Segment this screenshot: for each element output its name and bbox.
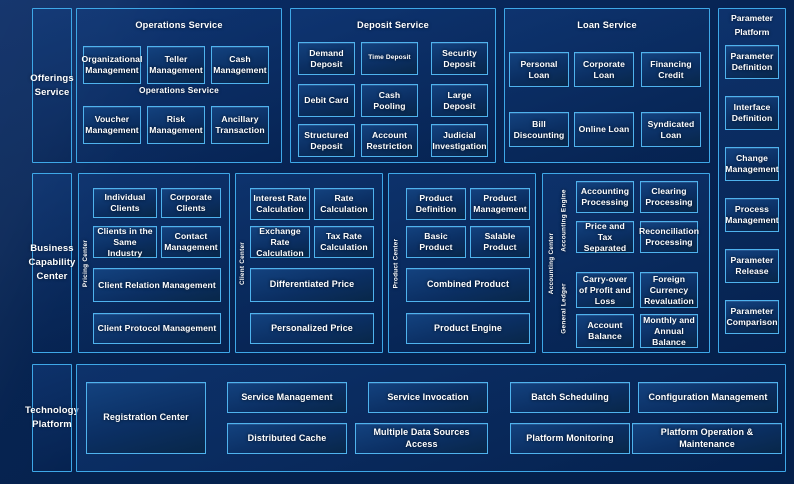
vertical-label-accounting-engine: Accounting Engine — [558, 176, 571, 264]
capability-box[interactable]: Monthly and Annual Balance — [640, 314, 698, 348]
capability-box[interactable]: Organizational Management — [81, 46, 142, 84]
group-heading-loan-service: Loan Service — [577, 20, 637, 30]
row-caption-technology-platform: Technology Platform — [25, 364, 79, 472]
row-caption-line: Business — [30, 243, 74, 255]
capability-box[interactable]: Batch Scheduling — [510, 382, 630, 413]
capability-box[interactable]: Interface Definition — [725, 96, 779, 130]
vertical-label-pricing-center: Pricing Center — [79, 173, 93, 353]
capability-box[interactable]: Debit Card — [298, 84, 355, 117]
capability-box[interactable]: Foreign Currency Revaluation — [640, 272, 698, 308]
capability-box[interactable]: Rate Calculation — [314, 188, 374, 220]
capability-box[interactable]: Ancillary Transaction — [211, 106, 269, 144]
capability-box[interactable]: Contact Management — [161, 226, 221, 258]
capability-box[interactable]: Carry-over of Profit and Loss — [576, 272, 634, 308]
capability-box[interactable]: Risk Management — [147, 106, 205, 144]
row-caption-business-capability-center: Business Capability Center — [29, 173, 75, 353]
capability-box[interactable]: Product Definition — [406, 188, 466, 220]
capability-box[interactable]: Tax Rate Calculation — [314, 226, 374, 258]
row-caption-line: Service — [34, 86, 70, 98]
capability-box[interactable]: Parameter Release — [725, 249, 779, 283]
capability-box[interactable]: Product Engine — [406, 313, 530, 344]
capability-box[interactable]: Price and Tax Separated — [576, 221, 634, 253]
capability-box[interactable]: Accounting Processing — [576, 181, 634, 213]
capability-box[interactable]: Parameter Definition — [725, 45, 779, 79]
capability-box[interactable]: Exchange Rate Calculation — [250, 226, 310, 258]
vertical-label-text: Pricing Center — [82, 239, 90, 287]
capability-box[interactable]: Cash Management — [211, 46, 269, 84]
vertical-label-client-center: Client Center — [236, 173, 250, 353]
parameter-platform-heading-line: Platform — [734, 26, 770, 37]
capability-box[interactable]: Individual Clients — [93, 188, 157, 218]
capability-box[interactable]: Service Management — [227, 382, 347, 413]
capability-box[interactable]: Security Deposit — [431, 42, 488, 75]
vertical-label-text: General Ledger — [561, 282, 569, 334]
capability-box[interactable]: Judicial Investigation — [431, 124, 488, 157]
row-caption-line: Platform — [32, 419, 72, 430]
vertical-label-text: Product Center — [392, 238, 400, 288]
row-caption-line: Capability — [28, 257, 76, 269]
capability-box[interactable]: Product Management — [470, 188, 530, 220]
capability-box[interactable]: Time Deposit — [361, 42, 418, 75]
group-heading-deposit-service: Deposit Service — [357, 20, 429, 30]
vertical-label-accounting-center: Accounting Center — [545, 173, 558, 353]
capability-box[interactable]: Voucher Management — [83, 106, 141, 144]
row-caption-line: Offerings — [30, 72, 74, 84]
capability-box[interactable]: Basic Product — [406, 226, 466, 258]
capability-box[interactable]: Parameter Comparison — [725, 300, 779, 334]
capability-box[interactable]: Personal Loan — [509, 52, 569, 87]
capability-box[interactable]: Corporate Clients — [161, 188, 221, 218]
capability-box[interactable]: Registration Center — [86, 382, 206, 454]
capability-box[interactable]: Multiple Data Sources Access — [355, 423, 488, 454]
group-heading-parameter-platform: Parameter Platform — [718, 12, 786, 40]
capability-box[interactable]: Differentiated Price — [250, 268, 374, 302]
capability-box[interactable]: Salable Product — [470, 226, 530, 258]
group-heading-operations-service: Operations Service — [135, 20, 223, 30]
parameter-platform-heading-line: Parameter — [730, 13, 774, 23]
capability-box[interactable]: Client Protocol Management — [93, 313, 221, 344]
capability-box[interactable]: Reconciliation Processing — [639, 221, 699, 253]
capability-box[interactable]: Account Restriction — [361, 124, 418, 157]
capability-box[interactable]: Large Deposit — [431, 84, 488, 117]
capability-box[interactable]: Combined Product — [406, 268, 530, 302]
vertical-label-product-center: Product Center — [389, 173, 403, 353]
capability-box[interactable]: Clearing Processing — [640, 181, 698, 213]
capability-box[interactable]: Interest Rate Calculation — [250, 188, 310, 220]
vertical-label-text: Accounting Center — [548, 232, 556, 294]
capability-box[interactable]: Corporate Loan — [574, 52, 634, 87]
capability-box[interactable]: Teller Management — [147, 46, 205, 84]
capability-box[interactable]: Financing Credit — [641, 52, 701, 87]
vertical-label-general-ledger: General Ledger — [558, 264, 571, 352]
capability-box[interactable]: Cash Pooling — [361, 84, 418, 117]
capability-box[interactable]: Client Relation Management — [93, 268, 221, 302]
vertical-label-text: Client Center — [239, 241, 247, 285]
capability-box[interactable]: Demand Deposit — [298, 42, 355, 75]
capability-box[interactable]: Structured Deposit — [298, 124, 355, 157]
capability-box[interactable]: Distributed Cache — [227, 423, 347, 454]
vertical-label-text: Accounting Engine — [561, 188, 569, 252]
group-subheading-operations-service: Operations Service — [139, 85, 219, 95]
capability-box[interactable]: Configuration Management — [638, 382, 778, 413]
capability-box[interactable]: Syndicated Loan — [641, 112, 701, 147]
capability-box[interactable]: Change Management — [725, 147, 779, 181]
row-caption-line: Technology — [24, 405, 80, 417]
capability-box[interactable]: Service Invocation — [368, 382, 488, 413]
capability-box[interactable]: Bill Discounting — [509, 112, 569, 147]
capability-box[interactable]: Personalized Price — [250, 313, 374, 344]
capability-box[interactable]: Account Balance — [576, 314, 634, 348]
capability-box[interactable]: Platform Monitoring — [510, 423, 630, 454]
capability-box[interactable]: Platform Operation & Maintenance — [632, 423, 782, 454]
capability-box[interactable]: Process Management — [725, 198, 779, 232]
row-caption-offerings-service: Offerings Service — [30, 8, 74, 163]
row-caption-line: Center — [36, 270, 68, 282]
capability-box[interactable]: Clients in the Same Industry — [93, 226, 157, 258]
capability-box[interactable]: Online Loan — [574, 112, 634, 147]
